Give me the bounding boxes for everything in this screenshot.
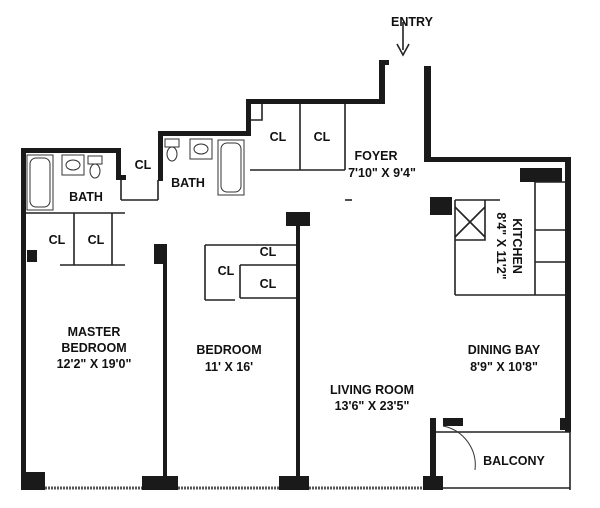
closet-label: CL <box>49 233 66 247</box>
closet-label: CL <box>260 277 277 291</box>
entry-label: ENTRY <box>391 15 434 29</box>
bedroom-label: BEDROOM <box>196 343 261 357</box>
closet-label: CL <box>218 264 235 278</box>
dining-bay-label: DINING BAY <box>468 343 541 357</box>
living-room-label: LIVING ROOM <box>330 383 414 397</box>
dining-bay-size: 8'9" X 10'8" <box>470 360 538 374</box>
bath-label: BATH <box>69 190 103 204</box>
walls <box>21 60 571 490</box>
balcony-label: BALCONY <box>483 454 545 468</box>
bath-label: BATH <box>171 176 205 190</box>
kitchen-size: 8'4" X 11'2" <box>494 212 508 279</box>
master-bedroom-label: BEDROOM <box>61 341 126 355</box>
closet-label: CL <box>88 233 105 247</box>
kitchen-label: KITCHEN <box>510 218 524 274</box>
partitions <box>26 22 571 490</box>
closet-label: CL <box>314 130 331 144</box>
closet-label: CL <box>135 158 152 172</box>
foyer-label: FOYER <box>354 149 397 163</box>
closet-label: CL <box>260 245 277 259</box>
bedroom-size: 11' X 16' <box>205 360 253 374</box>
fixtures <box>26 138 245 211</box>
foyer-size: 7'10" X 9'4" <box>348 166 416 180</box>
master-bedroom-size: 12'2" X 19'0" <box>57 357 132 371</box>
living-room-size: 13'6" X 23'5" <box>335 399 410 413</box>
closet-label: CL <box>270 130 287 144</box>
master-bedroom-label: MASTER <box>68 325 121 339</box>
